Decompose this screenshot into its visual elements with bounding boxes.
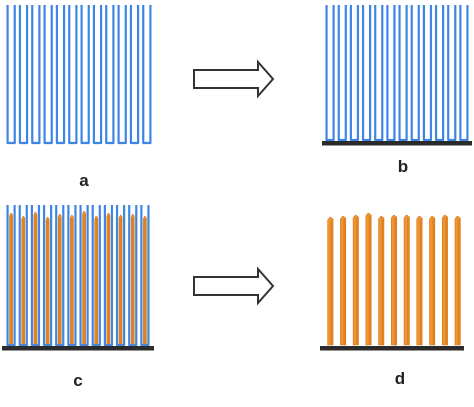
template-tube-1 <box>6 5 16 145</box>
nanowire-shade-3 <box>355 218 358 345</box>
nanowire-shade-1 <box>10 216 13 344</box>
template-tube-11 <box>447 5 457 142</box>
substrate-c <box>2 346 154 351</box>
template-tube-1 <box>325 5 335 142</box>
nanowire-shade-12 <box>143 219 146 344</box>
process-arrow-bottom <box>193 266 275 306</box>
template-tube-3 <box>31 5 41 145</box>
label-b: b <box>398 157 408 176</box>
nanowire-shade-3 <box>34 215 37 344</box>
label-d: d <box>395 369 405 388</box>
nanowire-shade-6 <box>394 218 397 345</box>
template-tube-12 <box>459 5 469 142</box>
nanowire-shade-8 <box>419 219 422 345</box>
template-tube-6 <box>386 5 396 142</box>
nanowire-shade-2 <box>22 219 25 344</box>
template-tube-5 <box>374 5 384 142</box>
nanowire-shade-11 <box>131 217 134 344</box>
nanowire-shade-4 <box>46 220 49 344</box>
template-tube-4 <box>43 5 53 145</box>
substrate-b <box>322 141 472 146</box>
nanowire-shade-5 <box>58 217 61 344</box>
panel-b-template-on-substrate <box>322 5 472 146</box>
template-tube-2 <box>337 5 347 142</box>
nanowire-shade-10 <box>119 218 122 344</box>
nanowire-shade-4 <box>368 216 371 345</box>
nanowire-shade-11 <box>457 219 460 345</box>
panel-c-filled-template <box>2 205 154 351</box>
template-tube-10 <box>434 5 445 142</box>
template-tube-4 <box>361 5 372 142</box>
nanowire-shade-7 <box>406 218 409 345</box>
nanowire-shade-9 <box>432 219 435 345</box>
template-tube-12 <box>142 5 152 145</box>
label-c: c <box>73 371 82 390</box>
process-arrow-top <box>193 59 275 99</box>
template-tube-8 <box>92 5 103 145</box>
nanowire-shade-10 <box>445 218 448 345</box>
template-tube-2 <box>18 5 29 145</box>
nanowire-shade-9 <box>107 216 110 344</box>
substrate-d <box>320 346 464 351</box>
template-tube-5 <box>55 5 66 145</box>
nanowire-shade-5 <box>381 219 384 345</box>
panel-d-freestanding-wires <box>320 212 464 351</box>
template-tube-11 <box>129 5 140 145</box>
nanowire-shade-6 <box>70 218 73 344</box>
template-tube-9 <box>105 5 115 145</box>
panel-a-template <box>6 5 152 145</box>
template-tube-8 <box>410 5 420 142</box>
nanowire-shade-2 <box>343 219 346 345</box>
nanowire-shade-8 <box>95 219 98 344</box>
nanowire-shade-7 <box>83 214 86 344</box>
template-tube-7 <box>398 5 408 142</box>
template-tube-10 <box>117 5 127 145</box>
template-tube-6 <box>68 5 78 145</box>
template-tube-3 <box>349 5 360 142</box>
nanowire-shade-1 <box>330 220 333 345</box>
template-tube-7 <box>80 5 90 145</box>
template-tube-9 <box>422 5 433 142</box>
label-a: a <box>79 171 89 190</box>
